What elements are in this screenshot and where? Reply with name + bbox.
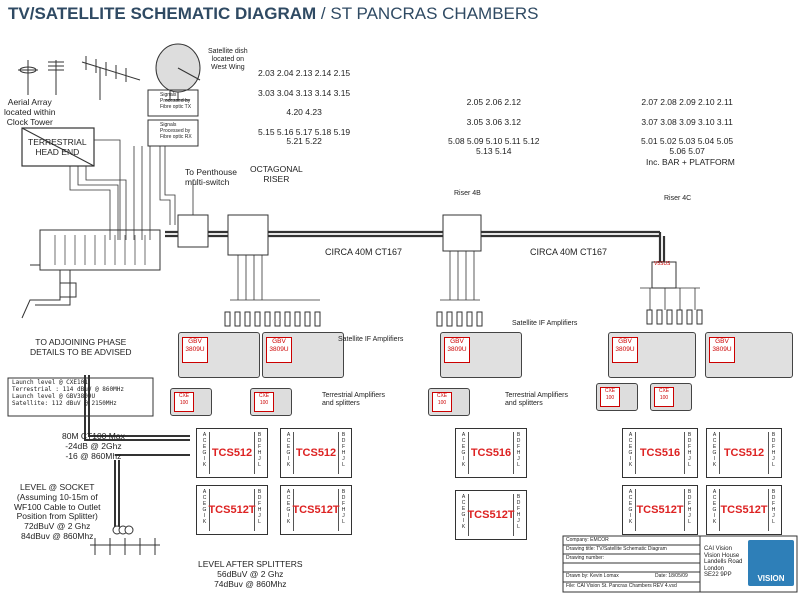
cable-route-label-1: CIRCA 40M CT167	[325, 247, 403, 257]
terr-amps-label-1: Terrestrial Amplifiers and splitters	[322, 392, 386, 408]
footer-company: Company: EMCOR	[566, 537, 609, 543]
room-list-riser4b: 2.05 2.06 2.12 3.05 3.06 3.12 5.08 5.09 …	[448, 97, 540, 156]
footer-drawing-title: Drawing title: TV/Satellite Schematic Di…	[566, 546, 667, 552]
footer-address: CAI Vision Vision House Landells Road Lo…	[704, 546, 743, 579]
adjoining-phase-note: TO ADJOINING PHASE DETAILS TO BE ADVISED	[30, 337, 132, 357]
sat-if-amps-label-1: Satellite IF Amplifiers	[338, 336, 404, 343]
v5-switch-label: V5SUS	[654, 261, 671, 267]
cxe-amplifier: CXE 100	[428, 388, 470, 416]
bar-platform-note: Inc. BAR + PLATFORM	[646, 157, 735, 167]
footer-drawing-number: Drawing number:	[566, 555, 605, 561]
fibre-tx-label: Signals Processed by Fibre optic TX	[160, 92, 192, 110]
satellite-dish-icon	[155, 43, 201, 101]
penthouse-label: To Penthouse multi-switch	[185, 167, 237, 187]
aerial-array-label: Aerial Array located within Clock Tower	[4, 97, 56, 127]
cxe-amplifier: CXE 100	[250, 388, 292, 416]
gbv-amplifier: GBV 3809U	[608, 332, 696, 378]
footer-date: Date: 18/05/09	[655, 573, 688, 579]
riser-4b-label: Riser 4B	[454, 190, 481, 197]
satellite-dish-label: Satellite dish located on West Wing	[208, 48, 248, 72]
octagonal-riser-label: OCTAGONAL RISER	[250, 164, 303, 184]
page-title: TV/SATELLITE SCHEMATIC DIAGRAM / ST PANC…	[8, 4, 539, 23]
gbv-amplifier: GBV 3809U	[178, 332, 260, 378]
cxe-amplifier: CXE 100	[170, 388, 212, 416]
gbv-amplifier: GBV 3809U	[705, 332, 793, 378]
fibre-rx-label: Signals Processed by Fibre optic RX	[160, 122, 192, 140]
sat-if-amps-label-2: Satellite IF Amplifiers	[512, 320, 578, 327]
socket-level-note: LEVEL @ SOCKET (Assuming 10-15m of WF100…	[14, 482, 101, 541]
cable-loss-note: 80M CT100 Max -24dB @ 2Ghz -16 @ 860Mhz	[62, 431, 125, 461]
gbv-amplifier: GBV 3809U	[440, 332, 522, 378]
head-end-label: TERRESTRIAL HEAD END	[28, 137, 87, 157]
gbv-amplifier: GBV 3809U	[262, 332, 344, 378]
cable-route-label-2: CIRCA 40M CT167	[530, 247, 608, 257]
riser-4c-label: Riser 4C	[664, 195, 692, 202]
cai-vision-logo: VISION	[748, 540, 794, 586]
aerial-array-icon	[18, 56, 141, 100]
after-splitters-note: LEVEL AFTER SPLITTERS 56dBuV @ 2 Ghz 74d…	[198, 559, 303, 589]
room-list-riser4c: 2.07 2.08 2.09 2.10 2.11 3.07 3.08 3.09 …	[641, 97, 734, 156]
room-list-west: 2.03 2.04 2.13 2.14 2.15 3.03 3.04 3.13 …	[258, 68, 351, 147]
cxe-amplifier: CXE 100	[650, 383, 692, 411]
cxe-amplifier: CXE 100	[596, 383, 638, 411]
footer-file: File: CAI Vision St. Pancras Chambers RE…	[566, 583, 677, 589]
launch-level-note: Launch level @ CXE101 Terrestrial : 114 …	[12, 379, 124, 407]
footer-drawn-by: Drawn by: Kevin Lomax	[566, 573, 619, 579]
terr-amps-label-2: Terrestrial Amplifiers and splitters	[505, 392, 569, 408]
